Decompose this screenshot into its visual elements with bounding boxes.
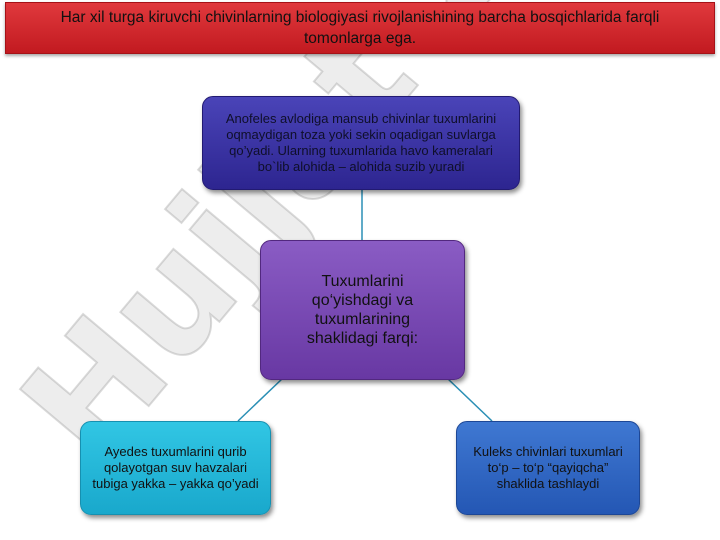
slide-title: Har xil turga kiruvchi chivinlarning bio…: [60, 9, 660, 47]
center-text: Tuxumlarini qo‘yishdagi va tuxumlarining…: [306, 273, 419, 347]
culex-text: Kuleks chivinlari tuxumlari to‘p – to‘p …: [473, 444, 623, 491]
aedes-text: Ayedes tuxumlarini qurib qolayotgan suv …: [92, 444, 259, 491]
connector-left: [237, 377, 284, 422]
title-banner: Har xil turga kiruvchi chivinlarning bio…: [5, 2, 715, 54]
center-box: Tuxumlarini qo‘yishdagi va tuxumlarining…: [260, 240, 465, 380]
culex-box: Kuleks chivinlari tuxumlari to‘p – to‘p …: [456, 421, 640, 515]
connector-right: [446, 377, 493, 422]
anopheles-box: Anofeles avlodiga mansub chivinlar tuxum…: [202, 96, 520, 190]
anopheles-text: Anofeles avlodiga mansub chivinlar tuxum…: [225, 111, 497, 174]
aedes-box: Ayedes tuxumlarini qurib qolayotgan suv …: [80, 421, 271, 515]
